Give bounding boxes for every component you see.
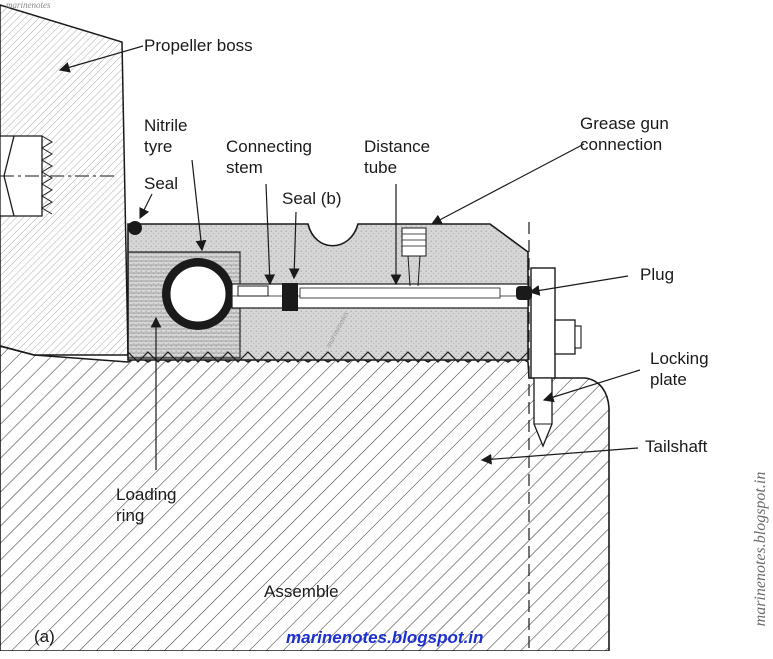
label-seal: Seal	[144, 174, 179, 193]
label-seal-b: Seal (b)	[282, 189, 342, 208]
propeller-boss	[0, 4, 129, 356]
label-plug: Plug	[640, 265, 675, 284]
label-nitrile-tyre: Nitrile tyre	[144, 116, 188, 156]
label-loading-ring: Loading ring	[116, 485, 177, 525]
leader-lines	[58, 45, 641, 470]
label-propeller-boss: Propeller boss	[144, 36, 253, 55]
tailshaft	[0, 345, 610, 651]
label-grease-gun-connection: Grease gun connection	[580, 114, 669, 154]
label-tailshaft: Tailshaft	[645, 437, 708, 456]
figure-tag: (a)	[34, 627, 55, 646]
label-distance-tube: Distance tube	[364, 137, 431, 177]
nut-body	[127, 221, 529, 363]
watermark-top: marinenotes	[6, 0, 51, 10]
watermark-side: marinenotes.blogspot.in	[752, 471, 769, 627]
watermark-link[interactable]: marinenotes.blogspot.in	[286, 628, 484, 647]
label-locking-plate: Locking plate	[650, 349, 709, 389]
label-connecting-stem: Connecting stem	[226, 137, 313, 177]
caption-assemble: Assemble	[264, 582, 339, 601]
